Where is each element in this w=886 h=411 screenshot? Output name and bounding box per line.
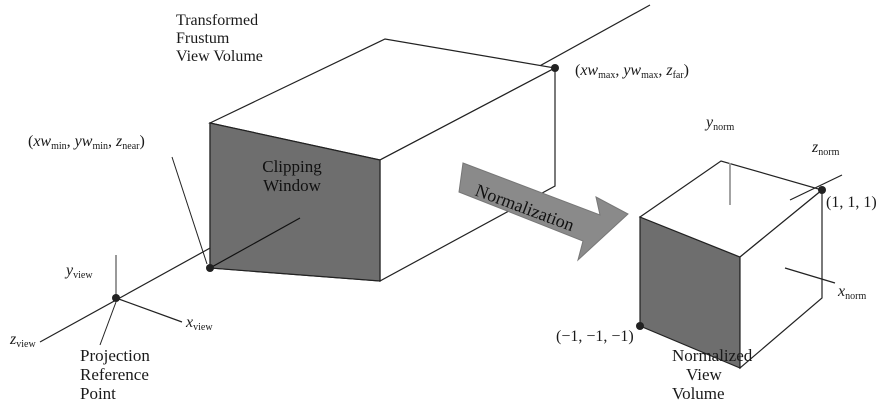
z-norm-label: znorm [812, 139, 839, 162]
normalized-volume-line1: Normalized [672, 346, 753, 365]
clipping-window-line2: Window [263, 176, 321, 195]
max-x: xw [580, 62, 599, 79]
z-view-sub: view [16, 339, 36, 350]
min-y: yw [74, 133, 93, 150]
prp-line1: Projection [80, 346, 150, 365]
x-view-sub: view [193, 322, 213, 333]
frustum-box-front [209, 122, 381, 282]
frustum-title-line3: View Volume [176, 48, 263, 65]
y-norm-sub: norm [713, 122, 735, 133]
min-y-sub: min [92, 141, 109, 152]
y-norm-label: ynorm [706, 114, 734, 137]
z-view-base: z [10, 331, 17, 348]
prp-line2: Reference [80, 365, 149, 384]
cube-min-dot [636, 322, 644, 330]
cube-max-dot [818, 186, 826, 194]
y-view-label: yview [66, 262, 93, 285]
min-z: z [116, 133, 123, 150]
normalized-volume-line3: Volume [672, 384, 725, 403]
far-corner-dot [551, 64, 559, 72]
clipping-window-line1: Clipping [262, 157, 322, 176]
prp-line3: Point [80, 384, 116, 403]
y-view-base: y [66, 262, 74, 279]
z-view-label: zview [10, 331, 36, 354]
frustum-title-line1: Transformed [176, 12, 259, 29]
max-y-sub: max [641, 70, 659, 81]
cube-side-face [739, 188, 823, 370]
z-norm-base: z [812, 139, 819, 156]
max-y: yw [623, 62, 642, 79]
clipping-window-label: Clipping Window [232, 157, 352, 195]
max-point-label: (xwmax, ywmax, zfar) [575, 62, 689, 81]
z-norm-sub: norm [818, 147, 840, 158]
y-norm-base: y [706, 114, 714, 131]
x-view-base: x [186, 314, 194, 331]
x-norm-label: xnorm [838, 283, 866, 306]
near-corner-dot [206, 264, 214, 272]
x-view-label: xview [186, 314, 213, 337]
z-norm-axis-line [789, 174, 843, 201]
x-norm-base: x [838, 283, 846, 300]
frustum-title-line2: Frustum [176, 30, 230, 47]
min-z-sub: near [122, 141, 140, 152]
near-leader-line [171, 156, 208, 265]
x-norm-axis-line [784, 267, 836, 284]
frustum-title: Transformed Frustum View Volume [176, 12, 263, 66]
min-x-sub: min [51, 141, 67, 152]
normalized-volume-line2: View [686, 365, 722, 384]
cube-max-label: (1, 1, 1) [826, 194, 877, 211]
max-z-sub: far [672, 70, 684, 81]
cube-min-label: (−1, −1, −1) [556, 328, 634, 345]
x-view-axis-line [115, 297, 183, 323]
min-point-label: (xwmin, ywmin, znear) [28, 133, 145, 152]
normalization-arrow [458, 162, 629, 262]
prp-leader-line [99, 301, 117, 346]
y-view-sub: view [73, 270, 93, 281]
max-z: z [666, 62, 673, 79]
projection-point-dot [112, 294, 120, 302]
normalized-volume-label: Normalized View Volume [672, 346, 752, 403]
z-axis-through-window [209, 217, 301, 269]
x-norm-sub: norm [845, 291, 867, 302]
prp-label: Projection Reference Point [80, 346, 150, 403]
min-x: xw [33, 133, 52, 150]
max-x-sub: max [598, 70, 616, 81]
